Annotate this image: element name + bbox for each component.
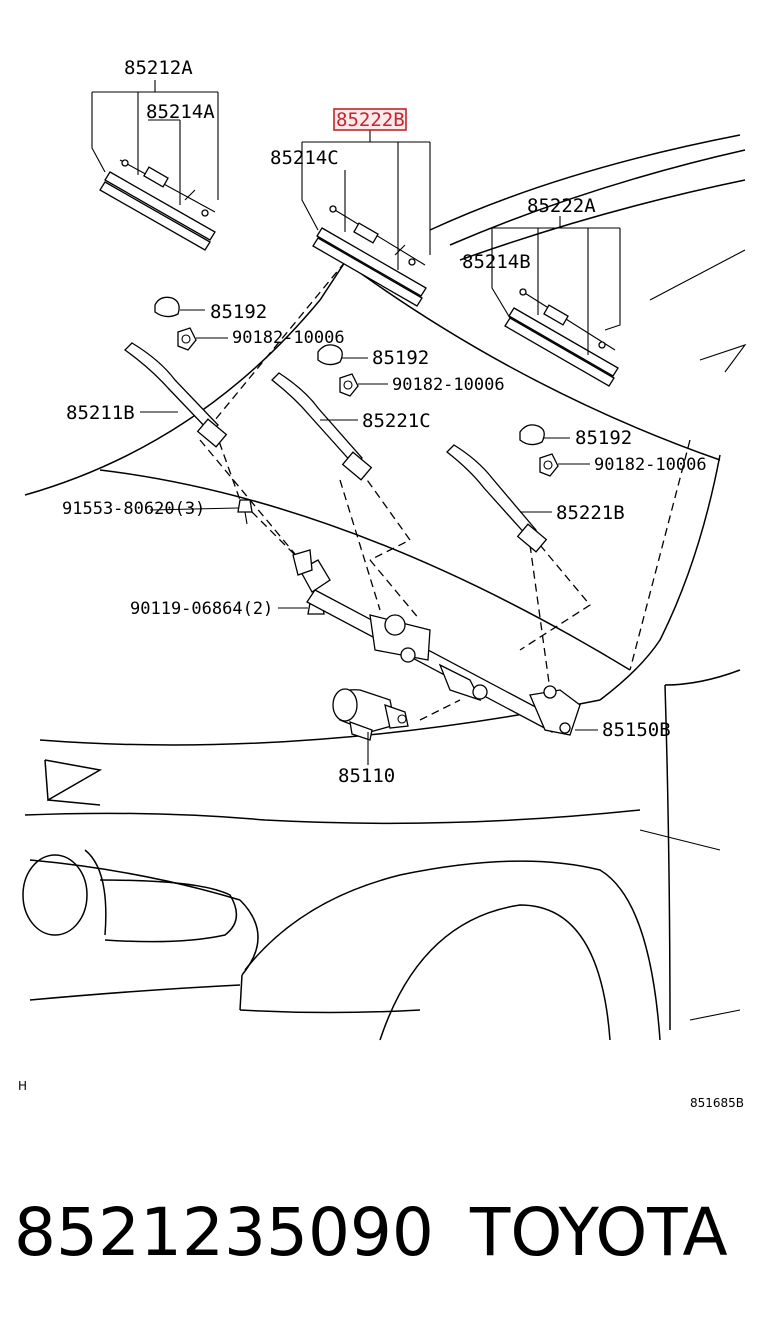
figure-code: 851685B	[690, 1096, 744, 1110]
label-85192-b[interactable]: 85192	[372, 347, 429, 369]
wiper-link-85150b[interactable]	[292, 549, 581, 736]
label-85221b[interactable]: 85221B	[556, 502, 625, 524]
label-85110[interactable]: 85110	[338, 765, 395, 787]
nut-90182-c[interactable]	[539, 453, 559, 477]
brand-name: TOYOTA	[469, 1194, 728, 1271]
highlight-box	[333, 108, 407, 131]
vehicle-body-outline	[22, 134, 747, 1041]
label-90182-b[interactable]: 90182-10006	[392, 375, 505, 395]
cap-85192-c[interactable]	[519, 424, 545, 446]
wiper-arm-85221c[interactable]	[271, 372, 373, 481]
label-85192-c[interactable]: 85192	[575, 427, 632, 449]
leader-85222a	[491, 216, 621, 355]
nut-90182-b[interactable]	[339, 373, 359, 397]
dashed-reference-lines	[199, 261, 691, 721]
label-85214a[interactable]: 85214A	[146, 101, 215, 123]
nut-90182-a[interactable]	[177, 327, 197, 351]
cap-85192-b[interactable]	[317, 344, 343, 366]
label-90182-c[interactable]: 90182-10006	[594, 455, 707, 475]
wiper-blade-85222b[interactable]	[312, 205, 427, 307]
wiper-blade-85222a[interactable]	[504, 288, 619, 387]
leader-91553	[149, 507, 239, 511]
cap-85192-a[interactable]	[154, 296, 180, 318]
leader-85212a	[91, 80, 219, 205]
corner-mark: H	[18, 1079, 27, 1093]
label-85150b[interactable]: 85150B	[602, 719, 671, 741]
wiper-blade-85212a[interactable]	[99, 159, 216, 251]
label-90119[interactable]: 90119-06864(2)	[130, 599, 273, 619]
label-91553[interactable]: 91553-80620(3)	[62, 499, 205, 519]
label-90182-a[interactable]: 90182-10006	[232, 328, 345, 348]
label-85214b[interactable]: 85214B	[462, 251, 531, 273]
wiper-motor-85110[interactable]	[332, 688, 409, 741]
label-85222b[interactable]: 85222B	[336, 109, 405, 131]
label-85212a[interactable]: 85212A	[124, 57, 193, 79]
label-85222a[interactable]: 85222A	[527, 195, 596, 217]
bolt-91553[interactable]	[237, 499, 253, 525]
label-85211b[interactable]: 85211B	[66, 402, 135, 424]
label-85192-a[interactable]: 85192	[210, 301, 267, 323]
wiper-arm-85221b[interactable]	[446, 444, 548, 553]
label-85214c[interactable]: 85214C	[270, 147, 339, 169]
part-number: 8521235090	[14, 1194, 434, 1271]
leader-85222b	[301, 130, 431, 270]
label-85221c[interactable]: 85221C	[362, 410, 431, 432]
wiper-arm-85211b[interactable]	[123, 342, 228, 448]
